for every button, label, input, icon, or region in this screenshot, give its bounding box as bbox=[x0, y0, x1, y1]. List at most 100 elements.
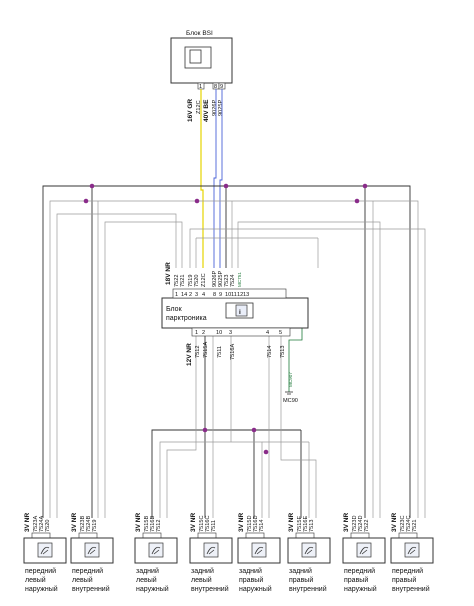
bsi-pin-label: 9025P bbox=[218, 100, 224, 116]
bsi-inner-square bbox=[189, 49, 202, 64]
sensor-wire-label: 7523C bbox=[400, 516, 406, 532]
parking-ecu-block bbox=[161, 297, 309, 329]
ecu-pin-label: 9026P bbox=[212, 271, 218, 287]
ecu-pin-label: 7511 bbox=[217, 346, 223, 358]
sensor-wire-label: 7515E bbox=[297, 516, 303, 532]
ecu-title-line1: Блок bbox=[166, 306, 183, 313]
sensor-wire-label: 7519 bbox=[92, 520, 98, 532]
sensor-caption-line: передний bbox=[72, 567, 103, 575]
ecu-indicator-icon: i bbox=[239, 309, 241, 316]
bsi-inner-rect bbox=[184, 46, 212, 69]
ecu-inner-square bbox=[235, 304, 248, 317]
sensor-pin-box bbox=[350, 532, 370, 539]
ecu-pin-number: 1 bbox=[195, 330, 198, 336]
sensor-pin-box bbox=[295, 532, 315, 539]
sensor-caption-line: наружный bbox=[344, 585, 377, 593]
bsi-pin-number: 8 bbox=[214, 84, 217, 90]
ecu-pin-label: MC751 bbox=[237, 272, 242, 287]
sensor-caption-line: передний bbox=[392, 567, 423, 575]
sensor-connector-label: 3V NR bbox=[190, 513, 197, 532]
sensor-wire-label: 7524C bbox=[406, 516, 412, 532]
sensor-caption-line: левый bbox=[25, 576, 46, 584]
sensor-caption-line: задний bbox=[191, 567, 214, 575]
sensor-caption-line: задний bbox=[289, 567, 312, 575]
splice-dots bbox=[83, 183, 368, 455]
sensor-caption-line: наружный bbox=[239, 585, 272, 593]
sensor-caption-line: левый bbox=[191, 576, 212, 584]
ecu-pin-number: 12 bbox=[237, 292, 243, 298]
ecu-bottom-connector: 1 2 10 3 4 5 12V NR 7512 7515A 7511 7516… bbox=[186, 327, 291, 366]
sensor-caption-line: правый bbox=[392, 576, 416, 584]
sensor-wire-label: 7521 bbox=[412, 520, 418, 532]
sensor-connector-label: 3V NR bbox=[24, 513, 31, 532]
ecu-pin-number: 2 bbox=[202, 330, 205, 336]
sensor-caption-line: передний bbox=[344, 567, 375, 575]
sensor-wire-label: 7513 bbox=[309, 520, 315, 532]
ecu-pin-number: 5 bbox=[279, 330, 282, 336]
ecu-pin-number: 2 bbox=[189, 292, 192, 298]
sensor-wire-label: 7522 bbox=[364, 520, 370, 532]
front-right-outer-sensor-icon bbox=[356, 542, 372, 558]
ecu-bottom-connector-label: 12V NR bbox=[186, 343, 193, 366]
sensor-caption-line: левый bbox=[136, 576, 157, 584]
sensor-wire-label: 7514 bbox=[259, 520, 265, 532]
sensor-wire-label: 7512 bbox=[156, 520, 162, 532]
sensor-caption-line: левый bbox=[72, 576, 93, 584]
bsi-pin-label: Z12C bbox=[196, 100, 202, 114]
bsi-connector-40v: 40V BE bbox=[203, 99, 210, 122]
ecu-pin-label: 7523 bbox=[224, 275, 230, 287]
ecu-pin-label: 7521 bbox=[180, 275, 186, 287]
ecu-pin-label: 7524 bbox=[230, 275, 236, 287]
ecu-pin-label: 7515A bbox=[203, 342, 209, 358]
sensor-wire-label: 7511 bbox=[211, 520, 217, 532]
bsi-block bbox=[170, 37, 233, 84]
sensor-connector-label: 3V NR bbox=[391, 513, 398, 532]
sensor-wire-label: 7515B bbox=[144, 516, 150, 532]
front-left-inner-sensor-icon bbox=[84, 542, 100, 558]
sensor-wire-label: 7516D bbox=[253, 516, 259, 532]
sensor-caption-line: правый bbox=[289, 576, 313, 584]
sensor-body bbox=[390, 537, 434, 564]
rear-left-outer-sensor-icon bbox=[148, 542, 164, 558]
splice-dot bbox=[83, 198, 89, 204]
sensor-pin-box bbox=[31, 532, 51, 539]
ecu-pin-number: 11 bbox=[231, 292, 237, 298]
splice-dot bbox=[89, 183, 95, 189]
ground-wire bbox=[288, 326, 303, 392]
ground-label: MC90 bbox=[283, 398, 298, 404]
ecu-pin-number: 3 bbox=[195, 292, 198, 298]
sensor-connector-label: 3V NR bbox=[238, 513, 245, 532]
sensor-wire-label: 7524D bbox=[358, 516, 364, 532]
sensor-wire-label: 7516C bbox=[205, 516, 211, 532]
ground-wire-label: MC907 bbox=[288, 372, 293, 387]
ecu-pin-label: 7519 bbox=[188, 275, 194, 287]
ecu-pin-number: 4 bbox=[266, 330, 269, 336]
sensor-caption-line: правый bbox=[344, 576, 368, 584]
bsi-pin-label: 9026P bbox=[212, 100, 218, 116]
splice-dot bbox=[354, 198, 360, 204]
splice-dot bbox=[362, 183, 368, 189]
front-right-inner-sensor-icon bbox=[404, 542, 420, 558]
ecu-pin-label: 7513 bbox=[280, 346, 286, 358]
sensor-wire-label: 7524A bbox=[39, 516, 45, 532]
sensor-caption-line: внутренний bbox=[392, 585, 430, 593]
sensor-wire-label: 7523A bbox=[33, 516, 39, 532]
splice-dot bbox=[202, 427, 208, 433]
sensor-pin-box bbox=[197, 532, 217, 539]
sensor-wire-label: 7524B bbox=[86, 516, 92, 532]
rear-right-outer-sensor-icon bbox=[251, 542, 267, 558]
sensor-connector-label: 3V NR bbox=[343, 513, 350, 532]
sensor-wire-label: 7515D bbox=[247, 516, 253, 532]
ecu-pin-label: 7512 bbox=[195, 346, 201, 358]
sensor-pin-box bbox=[398, 532, 418, 539]
ecu-pin-number: 4 bbox=[202, 292, 205, 298]
